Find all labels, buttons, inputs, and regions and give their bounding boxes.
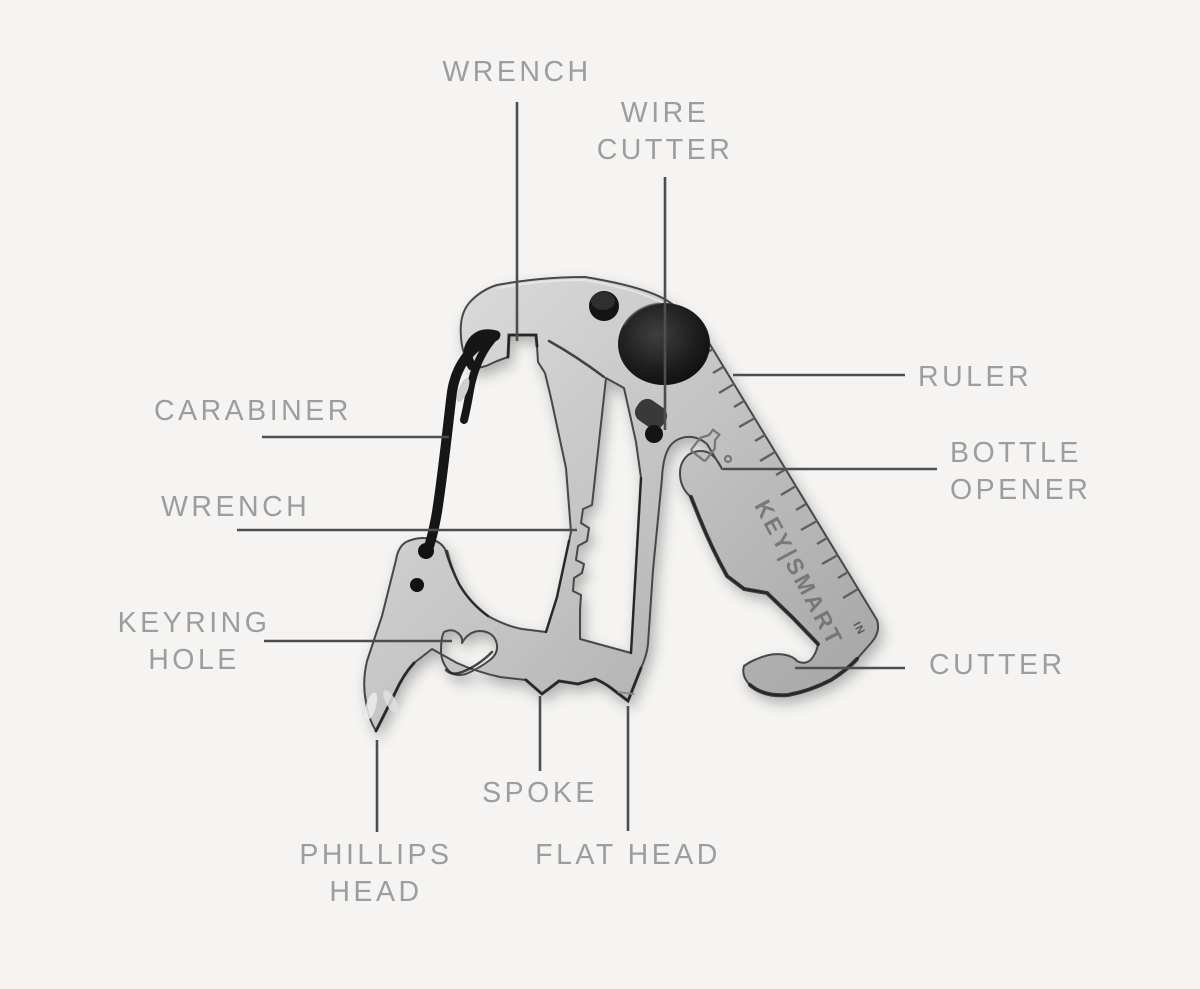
pivot-disc-highlight	[623, 302, 661, 326]
label-spoke: SPOKE	[482, 777, 598, 809]
plate-rivet-hole	[410, 578, 424, 592]
label-cutter: CUTTER	[929, 649, 1066, 681]
phillips-flute-right	[383, 690, 399, 714]
wire-cutter-hole	[645, 425, 663, 443]
label-phillips-head: PHILLIPS HEAD	[299, 839, 453, 908]
ruler-unit-engraving: IN	[850, 620, 867, 637]
label-ruler: RULER	[918, 361, 1033, 393]
top-edge-highlight	[498, 278, 666, 306]
pivot-slot	[634, 398, 668, 430]
phillips-flute-left	[364, 692, 378, 720]
lock-post-top	[591, 292, 615, 310]
label-carabiner: CARABINER	[154, 395, 352, 427]
label-wire-cutter: WIRE CUTTER	[596, 97, 734, 166]
wire-eye	[456, 377, 470, 403]
label-keyring-hole: KEYRING HOLE	[117, 607, 271, 676]
carabiner-wire	[422, 329, 501, 557]
body-shading	[374, 333, 859, 733]
label-bottle-opener: BOTTLE OPENER	[950, 437, 1092, 506]
bottle-icon	[690, 428, 733, 464]
label-flat-head: FLAT HEAD	[535, 839, 721, 871]
wire-anchor-hole	[418, 543, 434, 559]
label-wrench-left: WRENCH	[161, 491, 311, 523]
label-wrench-top: WRENCH	[442, 56, 592, 88]
callout-lines	[237, 102, 937, 832]
flat-head-bevel	[617, 691, 635, 695]
